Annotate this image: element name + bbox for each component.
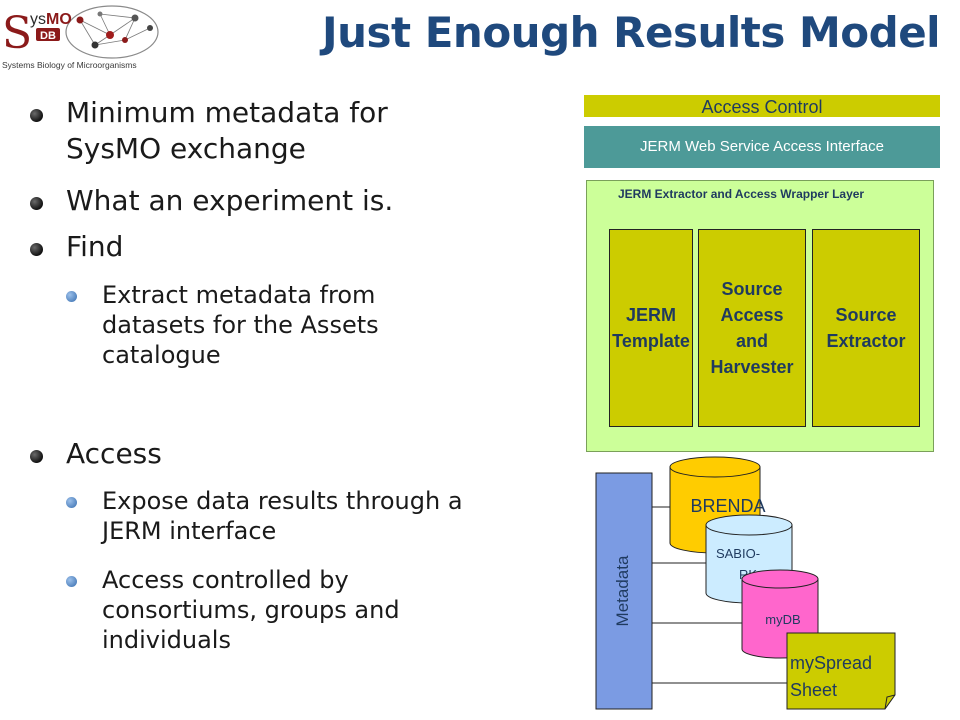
sub-bullet-dot-icon <box>66 576 77 587</box>
bullet-dot-icon <box>30 450 43 463</box>
logo-graphic: S ysMO DB <box>2 5 159 59</box>
sub-bullet-dot-icon <box>66 497 77 508</box>
sub-bullet-text: Extract metadata from datasets for the A… <box>102 281 379 369</box>
sabio-rk-label-line1: SABIO- <box>716 546 760 561</box>
logo-network-nodes <box>76 11 153 49</box>
logo-db-badge <box>36 28 60 41</box>
mydb-label: myDB <box>765 612 800 627</box>
spreadsheet-label-line2: Sheet <box>790 680 837 700</box>
data-sources-diagram: Metadata BRENDA SABIO- RK myDB mySpread … <box>595 456 896 710</box>
access-control-bar: Access Control <box>584 95 940 117</box>
sub-bullet-dot-icon <box>66 291 77 302</box>
web-service-interface-bar: JERM Web Service Access Interface <box>584 126 940 168</box>
bullet-dot-icon <box>30 243 43 256</box>
logo-s-letter: S <box>2 8 32 59</box>
sub-bullet-text: Access controlled by consortiums, groups… <box>102 566 400 654</box>
sysmo-db-logo: S ysMO DB <box>0 0 170 75</box>
logo-swirl <box>65 5 159 59</box>
bullet-text: Find <box>66 230 124 263</box>
metadata-bar <box>595 472 653 710</box>
sub-bullet-text: Expose data results through a JERM inter… <box>102 487 463 545</box>
bullet-text: Access <box>66 437 162 470</box>
spreadsheet-label-line1: mySpread <box>790 653 872 673</box>
slide-title: Just Enough Results Model <box>322 8 941 57</box>
logo-network-lines <box>79 13 151 46</box>
logo-db-text: DB <box>40 30 56 42</box>
logo-mo-text: ysMO <box>30 11 72 28</box>
jerm-template-box: JERM Template <box>609 229 693 427</box>
source-extractor-box: Source Extractor <box>812 229 920 427</box>
logo-subtitle: Systems Biology of Microorganisms <box>2 60 137 70</box>
bullet-text: Minimum metadata for SysMO exchange <box>66 96 388 165</box>
bullet-dot-icon <box>30 197 43 210</box>
metadata-label: Metadata <box>613 555 632 626</box>
source-access-harvester-box: Source Access and Harvester <box>698 229 806 427</box>
bullet-text: What an experiment is. <box>66 184 394 217</box>
spreadsheet-document-icon: mySpread Sheet <box>786 632 896 710</box>
bullet-dot-icon <box>30 109 43 122</box>
brenda-label: BRENDA <box>690 496 765 516</box>
wrapper-layer-title: JERM Extractor and Access Wrapper Layer <box>618 187 865 201</box>
